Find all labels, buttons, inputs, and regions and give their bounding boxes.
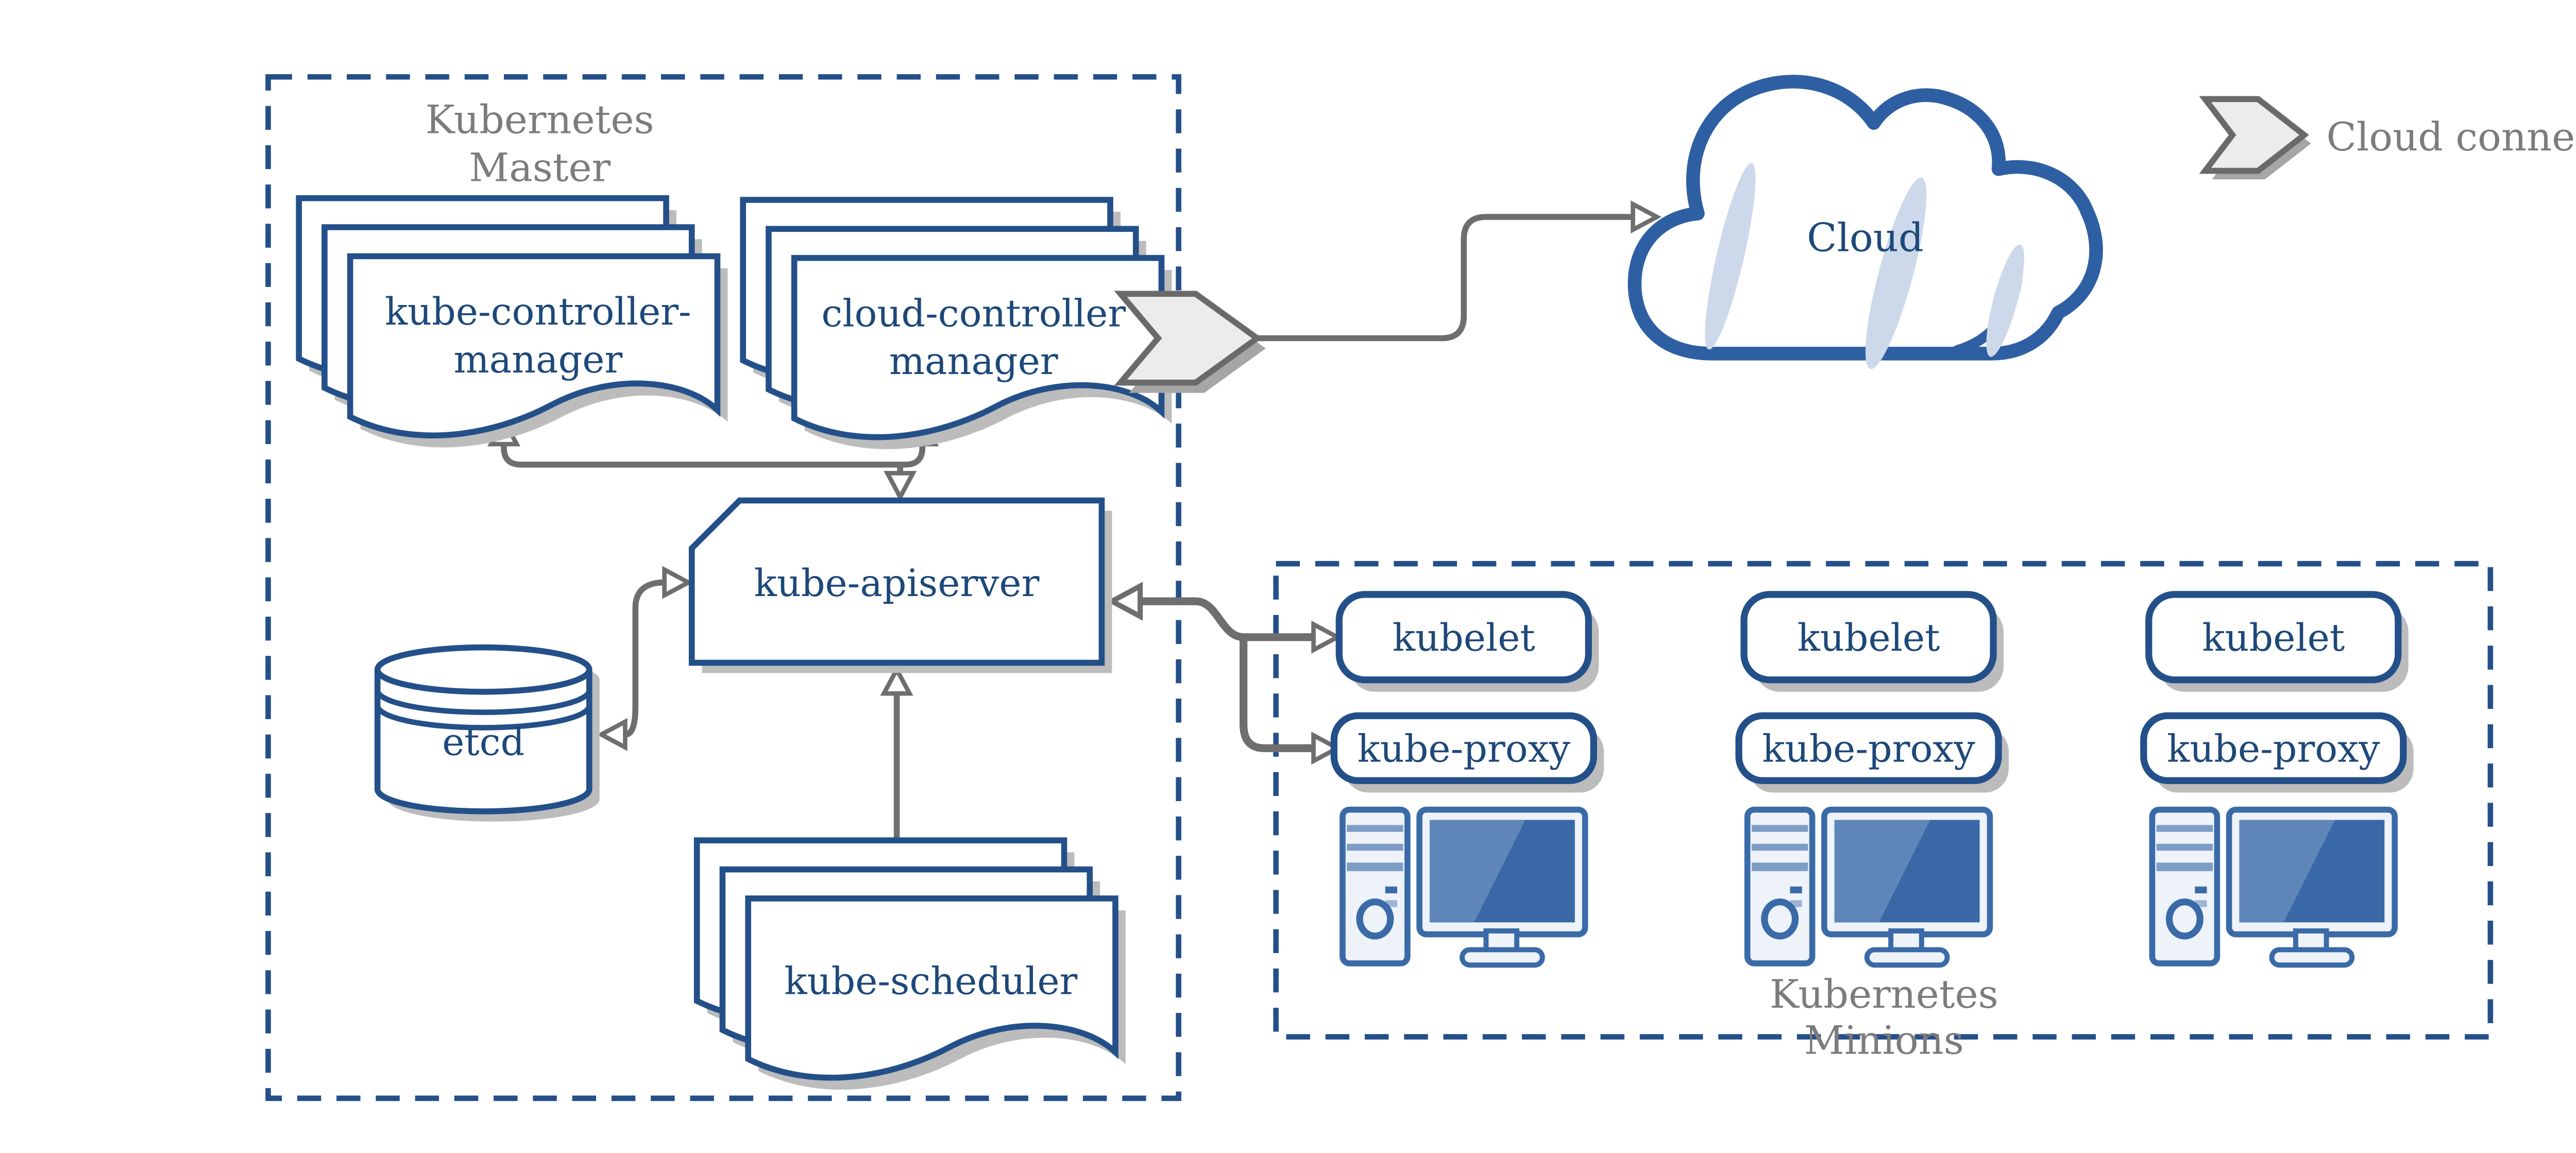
kube-proxy-label-3: kube-proxy	[2167, 727, 2380, 771]
minions-label-line1: Kubernetes	[1770, 971, 1998, 1017]
cloud-icon	[1628, 75, 2103, 361]
minion-node-1: kubelet kube-proxy	[1330, 591, 1604, 965]
cloud-label: Cloud	[1807, 214, 1924, 260]
edge-controllers-to-apiserver	[491, 420, 935, 497]
kubernetes-master-label: Kubernetes Master	[426, 97, 654, 191]
legend-label: Cloud connector	[2327, 114, 2576, 160]
edge-apiserver-etcd	[601, 570, 688, 748]
legend: Cloud connector	[2205, 99, 2576, 180]
legend-cloud-connector-chevron-icon	[2205, 99, 2311, 180]
node-etcd: etcd	[374, 644, 600, 822]
kubelet-label-1: kubelet	[1393, 616, 1535, 660]
edge-apiserver-minions	[1112, 586, 1337, 761]
kube-proxy-box-1	[1330, 712, 1597, 784]
kube-scheduler-label: kube-scheduler	[784, 960, 1077, 1004]
cloud-controller-manager-label-line2: manager	[889, 340, 1058, 383]
computer-icon-1	[1343, 810, 1585, 965]
edge-cloud-connector-to-cloud	[1257, 204, 1657, 342]
node-cloud-controller-manager: cloud-controller manager	[743, 200, 1172, 449]
node-kube-controller-manager: kube-controller- manager	[299, 198, 728, 448]
kube-controller-manager-label-line1: kube-controller-	[385, 290, 691, 334]
kubelet-box-3	[2145, 591, 2402, 684]
computer-icon-3	[2152, 810, 2395, 965]
etcd-label: etcd	[442, 720, 524, 764]
kubelet-label-3: kubelet	[2202, 616, 2345, 660]
master-label-line2: Master	[469, 144, 611, 190]
cloud-controller-manager-label-line1: cloud-controller	[821, 292, 1126, 335]
kubelet-box-2	[1740, 591, 1997, 684]
kubelet-label-2: kubelet	[1798, 616, 1940, 660]
minion-node-2: kubelet kube-proxy	[1735, 591, 2009, 965]
node-kube-scheduler: kube-scheduler	[697, 840, 1126, 1090]
node-kube-apiserver: kube-apiserver	[688, 497, 1112, 673]
kube-apiserver-label: kube-apiserver	[754, 562, 1040, 605]
kube-controller-manager-label-line2: manager	[453, 338, 622, 382]
computer-icon-2	[1748, 810, 1990, 965]
kubernetes-minions-boundary	[1273, 561, 2494, 1040]
minion-node-3: kubelet kube-proxy	[2140, 591, 2414, 965]
kubernetes-minions-label: Kubernetes Minions	[1770, 971, 1998, 1063]
kube-proxy-label-1: kube-proxy	[1358, 727, 1570, 771]
kubelet-box-1	[1335, 591, 1592, 684]
node-cloud: Cloud	[1628, 75, 2103, 369]
kubernetes-master-boundary	[265, 74, 1181, 1101]
minions-label-line2: Minions	[1804, 1018, 1964, 1063]
kube-proxy-box-3	[2140, 712, 2407, 784]
kube-proxy-label-2: kube-proxy	[1762, 727, 1975, 771]
kube-proxy-box-2	[1735, 712, 2002, 784]
master-label-line1: Kubernetes	[426, 97, 654, 143]
